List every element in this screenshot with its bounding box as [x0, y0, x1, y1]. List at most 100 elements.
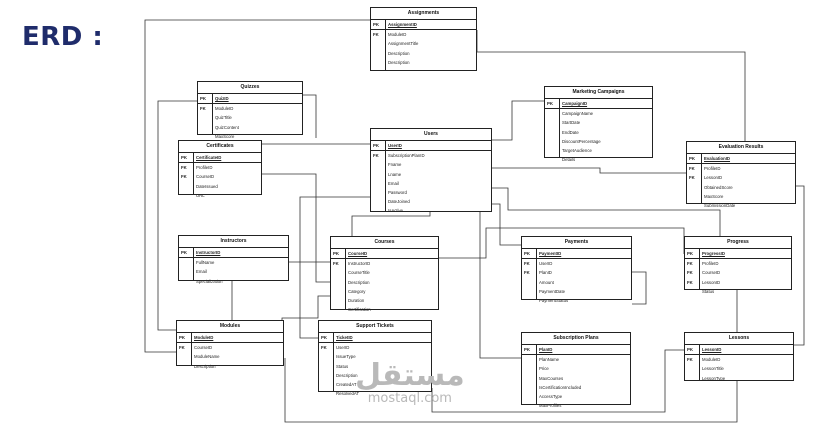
field-name: SubscriptionPlanID — [388, 153, 425, 159]
field-name: Status — [702, 288, 715, 294]
table-title: Marketing Campaigns — [545, 87, 652, 99]
key-label: FK — [373, 32, 379, 38]
field-name: Description — [388, 59, 410, 65]
key-label: PK — [200, 96, 206, 101]
field-name: Lname — [388, 171, 402, 177]
field-name: InstructorID — [196, 250, 221, 255]
field-name: LessonID — [702, 347, 722, 352]
key-label: PK — [524, 347, 530, 352]
field-name: Description — [388, 50, 410, 56]
table-title: Quizzes — [198, 82, 302, 94]
table-row: Details — [545, 155, 652, 164]
table-row: IssueType — [319, 352, 431, 361]
table-title: Instructors — [179, 236, 288, 248]
field-name: InstructorID — [348, 261, 371, 267]
table-title: Payments — [522, 237, 631, 249]
table-row: Amount — [522, 278, 631, 287]
field-name: Duration — [348, 297, 365, 303]
table-row: CreatedAT — [319, 380, 431, 389]
key-label: FK — [687, 357, 693, 363]
table-row: MaxScore — [687, 192, 795, 201]
key-divider — [345, 248, 346, 309]
table-row: Description — [371, 49, 476, 58]
table-row: MaxProfiles — [522, 401, 630, 410]
field-name: Details — [562, 157, 576, 163]
table-row: EndDate — [545, 128, 652, 137]
table-row: URL — [179, 191, 261, 200]
rel-users-support — [299, 196, 370, 339]
field-name: LessonID — [702, 279, 721, 285]
field-name: AssignmentTitle — [388, 41, 419, 47]
table-row: FK InstructorID — [331, 259, 438, 268]
table-row: ModuleName — [177, 352, 283, 361]
table-row: Duration — [331, 296, 438, 305]
table-title: Certificates — [179, 141, 261, 153]
rel-users-progress — [492, 187, 721, 236]
key-label: FK — [321, 345, 327, 351]
key-label: PK — [547, 101, 553, 106]
rel-users-quizzes — [303, 94, 317, 138]
table-row: ResolvedAT — [319, 389, 431, 398]
table-row: PaymentStatus — [522, 296, 631, 305]
table-row: TargetAudience — [545, 146, 652, 155]
rel-payments-plans — [632, 271, 647, 305]
table-title: Subscription Plans — [522, 333, 630, 345]
field-name: ProfileID — [196, 165, 213, 171]
key-label: FK — [524, 261, 530, 267]
key-label: FK — [689, 175, 695, 181]
field-name: PaymentDate — [539, 288, 566, 294]
watermark-arabic: مستقل — [355, 358, 465, 393]
rel-assignments-evaluation — [476, 30, 746, 141]
field-name: IsCertificationIncluded — [539, 384, 582, 390]
field-name: PaymentStatus — [539, 297, 569, 303]
key-label: PK — [179, 335, 185, 340]
key-label: PK — [524, 251, 530, 256]
key-label: FK — [333, 261, 339, 267]
field-name: CourseID — [348, 251, 368, 256]
rel-users-plans — [479, 212, 521, 359]
key-label: PK — [181, 155, 187, 160]
key-label: PK — [321, 335, 327, 340]
table-title: Evaluation Results — [687, 142, 795, 154]
field-name: Specialization — [196, 278, 223, 284]
table-row: IsActive — [371, 206, 491, 215]
field-name: CourseID — [194, 345, 213, 351]
table-row: LessonType — [685, 374, 793, 383]
table-row: StartDate — [545, 118, 652, 127]
field-name: IsActive — [388, 208, 404, 214]
key-divider — [559, 98, 560, 157]
rel-users-marketing — [492, 100, 544, 141]
field-name: Description — [348, 279, 370, 285]
table-title: Courses — [331, 237, 438, 249]
key-label: PK — [373, 22, 379, 27]
field-name: IssueType — [336, 354, 356, 360]
table-row: DateIssued — [179, 182, 261, 191]
field-name: UserID — [539, 261, 553, 267]
table-row: Status — [319, 362, 431, 371]
